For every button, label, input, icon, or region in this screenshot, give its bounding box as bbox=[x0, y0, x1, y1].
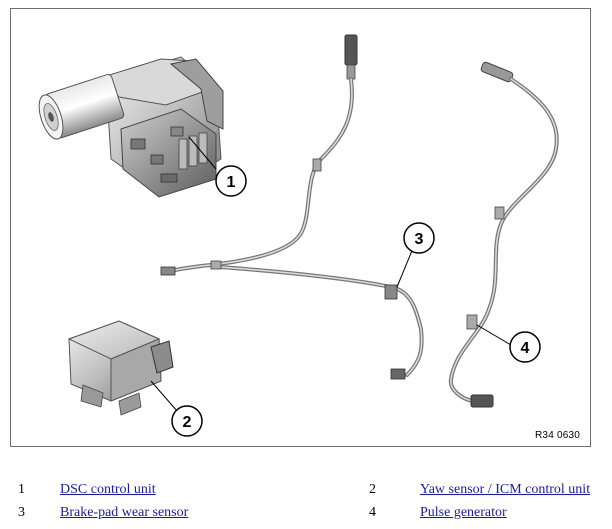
link-pulse-generator[interactable]: Pulse generator bbox=[420, 505, 507, 520]
callout-2: 2 bbox=[171, 405, 203, 437]
callout-1: 1 bbox=[215, 165, 247, 197]
callout-3: 3 bbox=[403, 222, 435, 254]
callout-4-number: 4 bbox=[521, 340, 530, 357]
component-diagram: 1 2 3 4 R34 0630 bbox=[10, 8, 591, 447]
legend-number: 2 bbox=[369, 482, 376, 497]
callout-3-number: 3 bbox=[415, 231, 424, 248]
yaw-sensor-icm-drawing bbox=[67, 320, 178, 416]
legend-number: 4 bbox=[369, 505, 376, 520]
callout-4: 4 bbox=[509, 331, 541, 363]
pulse-generator-drawing bbox=[448, 61, 559, 408]
callout-2-number: 2 bbox=[183, 414, 192, 431]
legend-number: 3 bbox=[18, 505, 25, 520]
brake-pad-wear-sensor-drawing bbox=[160, 34, 424, 380]
figure-reference-code: R34 0630 bbox=[535, 430, 580, 441]
dsc-control-unit-drawing bbox=[38, 56, 224, 198]
legend-number: 1 bbox=[18, 482, 25, 497]
callout-1-number: 1 bbox=[227, 174, 236, 191]
link-yaw-sensor-icm-control-unit[interactable]: Yaw sensor / ICM control unit bbox=[420, 482, 591, 497]
link-dsc-control-unit[interactable]: DSC control unit bbox=[60, 482, 156, 497]
diagram-drawing: 1 2 3 4 bbox=[38, 34, 559, 437]
link-brake-pad-wear-sensor[interactable]: Brake-pad wear sensor bbox=[60, 505, 189, 520]
